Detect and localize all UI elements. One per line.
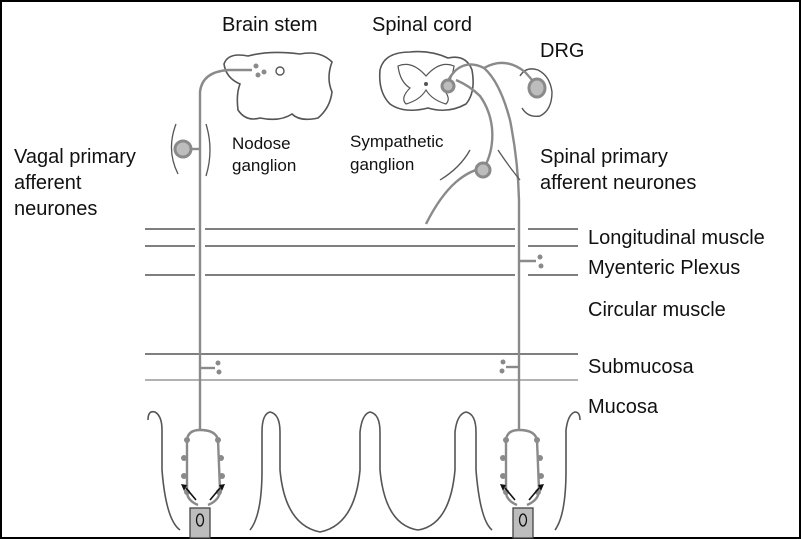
- drg-soma-icon: [529, 79, 545, 97]
- label-spinal-cord: Spinal cord: [372, 14, 472, 37]
- brain-stem-outline: [224, 52, 332, 119]
- vagal-soma-icon: [175, 141, 191, 157]
- spinal-peripheral-axon: [448, 64, 519, 430]
- label-spinal-primary-2: afferent neurones: [540, 172, 696, 195]
- vagal-submucosa-ending: [216, 361, 222, 375]
- vagal-afferent-pathway: [190, 70, 252, 430]
- central-canal: [424, 82, 428, 86]
- vagal-mucosal-terminal: [181, 430, 225, 538]
- vagal-central-axon: [200, 70, 252, 430]
- label-vagal-2: afferent: [14, 172, 81, 195]
- label-drg: DRG: [540, 40, 584, 63]
- vagal-enteroendocrine-cell-icon: [190, 508, 210, 538]
- spinal-mucosal-terminal: [500, 430, 544, 538]
- spinal-cord-soma-icon: [442, 80, 454, 92]
- label-vagal-1: Vagal primary: [14, 146, 136, 169]
- label-sympathetic-1: Sympathetic: [350, 132, 444, 152]
- label-myenteric-plexus: Myenteric Plexus: [588, 257, 740, 280]
- label-vagal-3: neurones: [14, 198, 97, 221]
- sympathetic-ganglion-soma-icon: [476, 163, 490, 177]
- tissue-layer-lines: [145, 229, 578, 380]
- label-longitudinal-muscle: Longitudinal muscle: [588, 227, 765, 250]
- label-nodose-1: Nodose: [232, 134, 291, 154]
- label-submucosa: Submucosa: [588, 356, 694, 379]
- label-spinal-primary-1: Spinal primary: [540, 146, 668, 169]
- spinal-submucosa-ending: [500, 360, 506, 374]
- label-circular-muscle: Circular muscle: [588, 299, 726, 322]
- brain-stem-nucleus: [276, 67, 284, 75]
- nodose-bracket-right: [206, 124, 210, 176]
- label-brain-stem: Brain stem: [222, 14, 318, 37]
- label-sympathetic-2: ganglion: [350, 155, 414, 175]
- spinal-enteroendocrine-cell-icon: [513, 508, 533, 538]
- label-mucosa: Mucosa: [588, 396, 658, 419]
- spinal-myenteric-ending: [538, 255, 544, 269]
- label-nodose-2: ganglion: [232, 156, 296, 176]
